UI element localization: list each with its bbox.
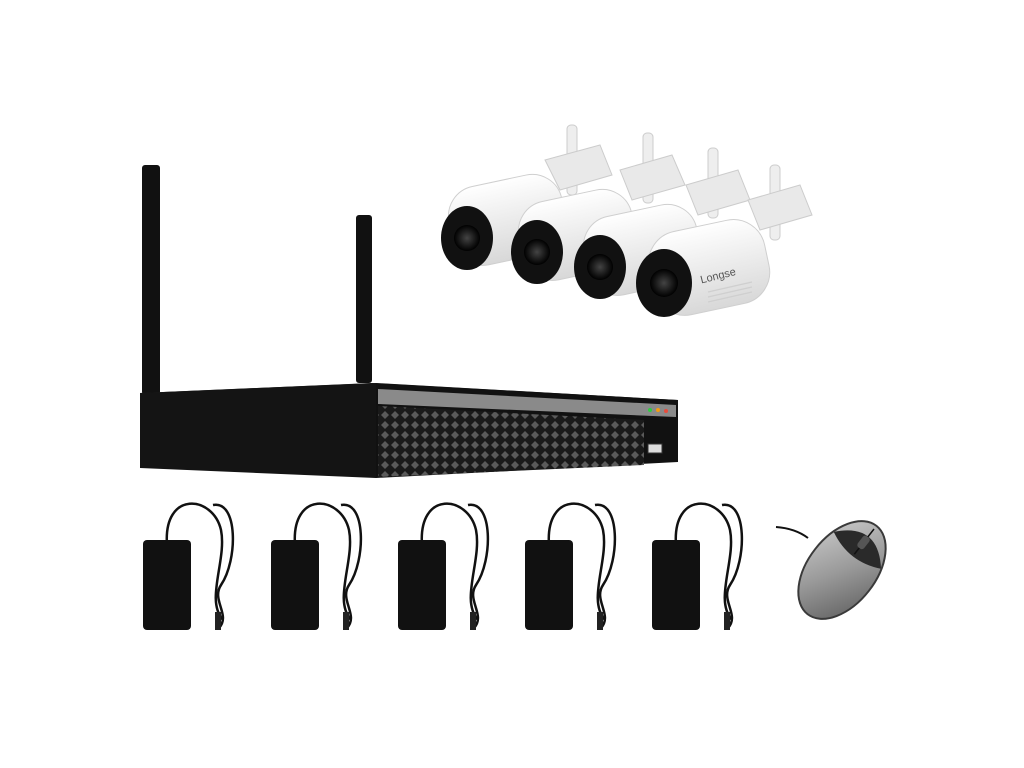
mouse-icon bbox=[775, 520, 887, 620]
power-adapter-icon bbox=[398, 502, 490, 630]
antenna-icon bbox=[356, 215, 372, 383]
power-adapter-group bbox=[143, 502, 744, 630]
bullet-camera-icon: Longse bbox=[636, 164, 813, 317]
nvr-recorder bbox=[140, 165, 678, 478]
usb-port-icon bbox=[647, 443, 663, 454]
antenna-icon bbox=[142, 165, 160, 395]
power-adapter-icon bbox=[143, 502, 235, 630]
power-adapter-icon bbox=[525, 502, 617, 630]
power-adapter-icon bbox=[271, 502, 363, 630]
power-adapter-icon bbox=[652, 502, 744, 630]
bullet-camera-icon bbox=[511, 132, 686, 284]
camera-group: Longse bbox=[441, 124, 813, 317]
